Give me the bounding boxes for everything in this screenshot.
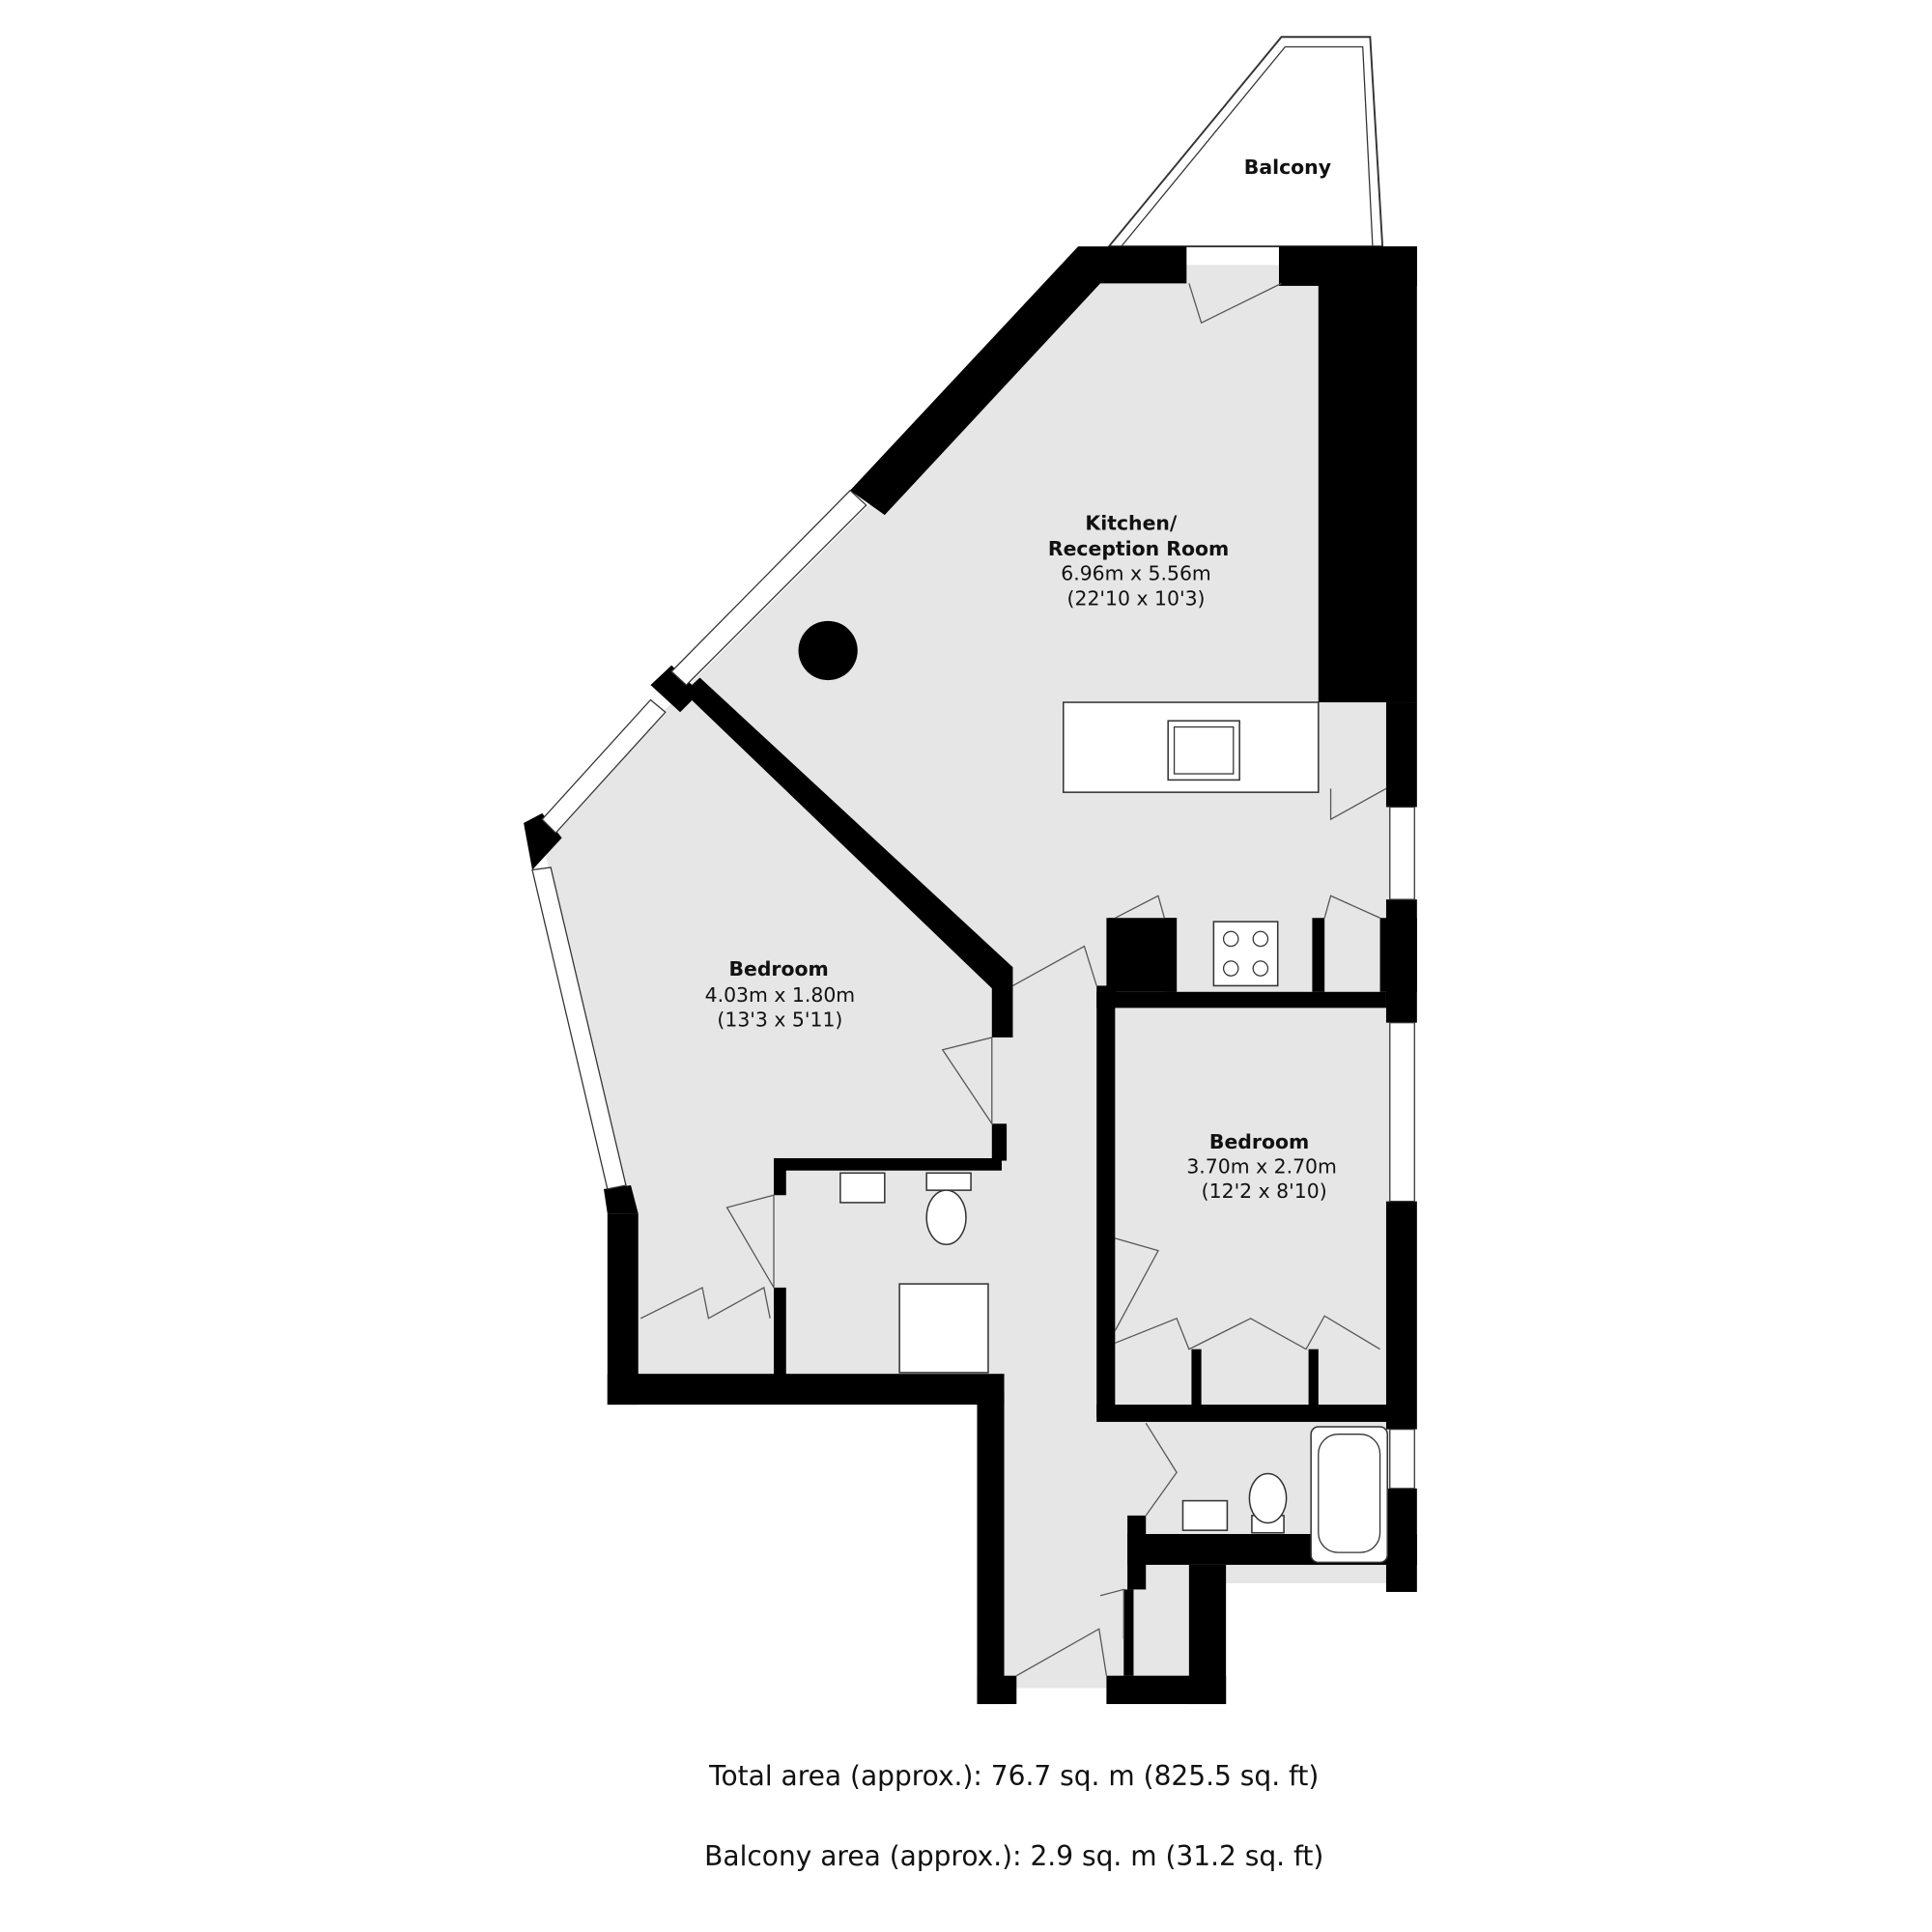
kitchen-sink (1167, 720, 1240, 781)
toilet-cistern (925, 1172, 972, 1191)
hob (1212, 921, 1279, 987)
fixtures (798, 620, 1388, 1564)
kitchen-name-1: Kitchen/ (1085, 511, 1177, 534)
total-area: Total area (approx.): 76.7 sq. m (825.5 … (708, 1760, 1319, 1792)
balcony: Balcony (1106, 36, 1384, 248)
basin-2 (1181, 1499, 1229, 1531)
toilet (925, 1189, 967, 1246)
kitchen-name-2: Reception Room (1048, 537, 1229, 560)
column (798, 620, 858, 681)
bedroom1-imperial: (13'3 x 5'11) (717, 1009, 842, 1032)
bedroom2-metric: 3.70m x 2.70m (1186, 1154, 1337, 1178)
kitchen-imperial: (22'10 x 10'3) (1067, 586, 1206, 610)
room-labels: Kitchen/ Reception Room 6.96m x 5.56m (2… (705, 511, 1337, 1202)
bath (1310, 1426, 1388, 1564)
doors (639, 282, 1387, 1677)
bedroom2-imperial: (12'2 x 8'10) (1202, 1179, 1327, 1203)
walls (524, 246, 1417, 1705)
balcony-label: Balcony (1244, 156, 1331, 179)
bedroom1-name: Bedroom (728, 957, 828, 980)
balcony-area: Balcony area (approx.): 2.9 sq. m (31.2 … (704, 1840, 1323, 1872)
toilet-2 (1248, 1472, 1288, 1524)
bedroom1-metric: 4.03m x 1.80m (705, 983, 856, 1007)
floor-area (542, 265, 1406, 1689)
basin (839, 1172, 886, 1204)
kitchen-metric: 6.96m x 5.56m (1061, 562, 1211, 585)
windows (531, 489, 1415, 1490)
bedroom2-name: Bedroom (1209, 1130, 1309, 1153)
shower (898, 1283, 989, 1374)
